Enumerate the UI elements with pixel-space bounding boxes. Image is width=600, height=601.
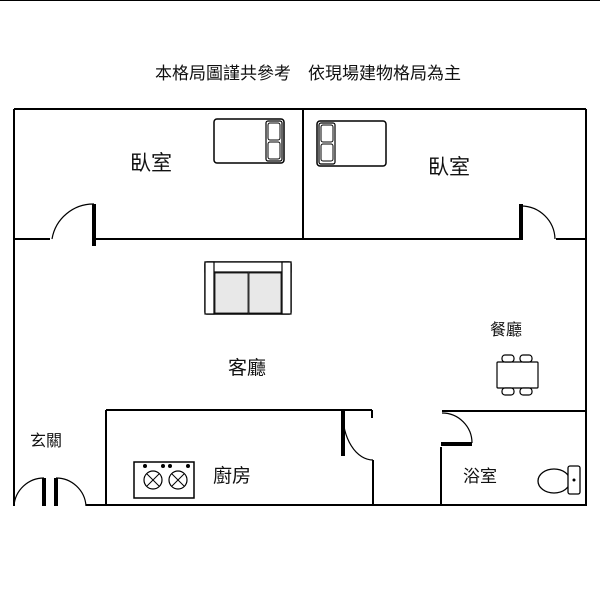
stove-icon [133, 461, 195, 499]
toilet-icon [537, 465, 581, 495]
entry-door-left-swing [13, 477, 45, 507]
entry-door-right-swing [55, 477, 87, 507]
dining-table-icon [496, 354, 539, 396]
top-border-line [0, 0, 600, 1]
kitchen-door-swing [342, 411, 374, 461]
room-label-living-room: 客廳 [228, 357, 267, 379]
bed-left-icon [213, 118, 285, 164]
room-label-bathroom: 浴室 [463, 467, 497, 487]
bed-right-icon [316, 120, 387, 167]
bath-door-swing [441, 412, 473, 444]
room-label-dining: 餐廳 [490, 320, 523, 339]
room-label-kitchen: 廚房 [213, 465, 252, 487]
room-label-entrance: 玄關 [30, 431, 63, 450]
room-label-bedroom-right: 臥室 [428, 155, 470, 179]
disclaimer-note: 本格局圖謹共參考 依現場建物格局為主 [155, 64, 461, 84]
bedroom-right-door-swing [520, 205, 556, 240]
bedroom-left-door-swing [51, 203, 95, 240]
sofa-icon [204, 261, 292, 315]
room-label-bedroom-left: 臥室 [130, 151, 172, 175]
